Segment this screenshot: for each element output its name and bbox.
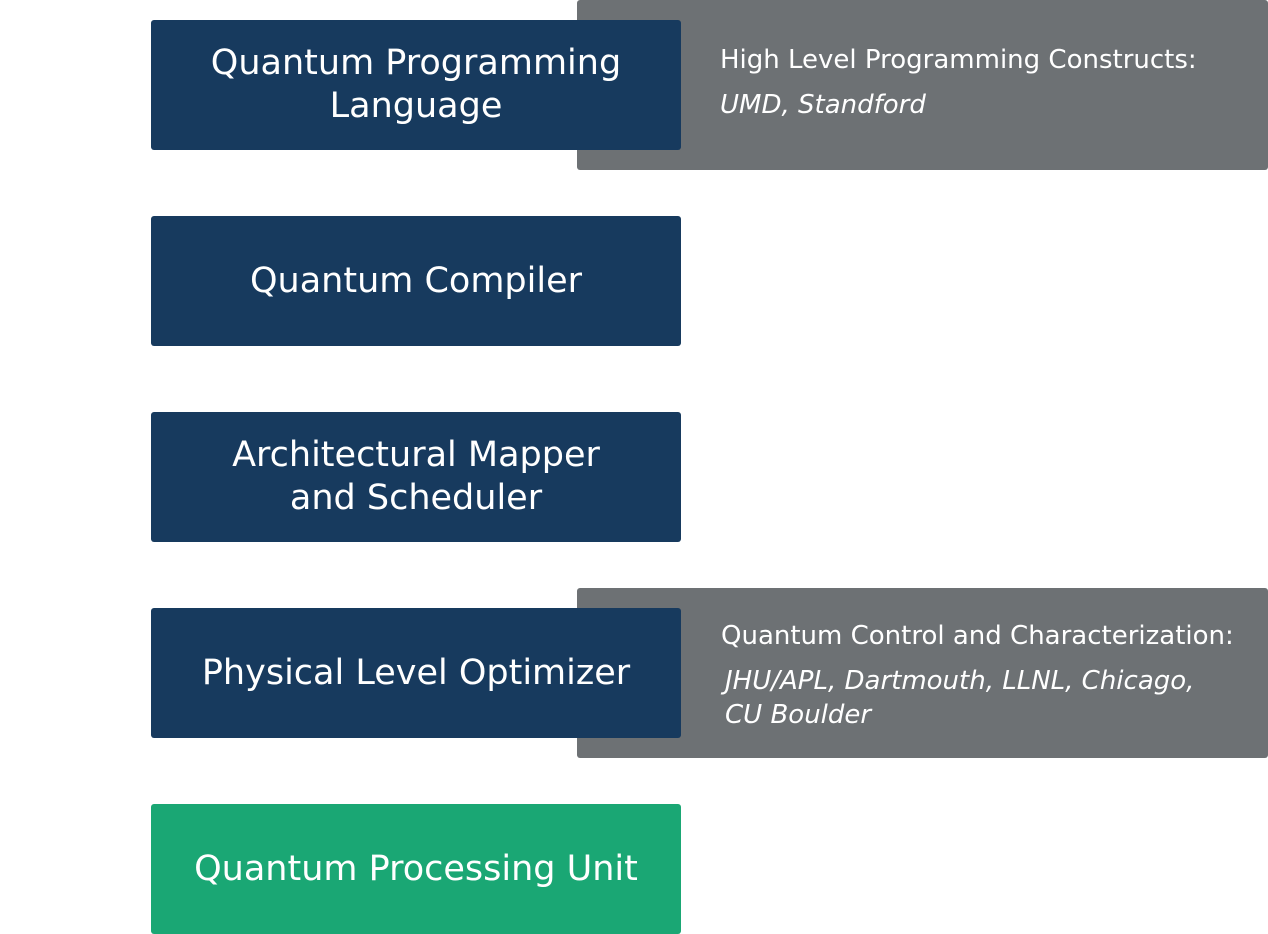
stage-architectural-mapper-scheduler: Architectural Mapper and Scheduler — [151, 412, 681, 542]
stage-label: Architectural Mapper and Scheduler — [232, 435, 600, 518]
stage-quantum-processing-unit: Quantum Processing Unit — [151, 804, 681, 934]
annotation-heading: Quantum Control and Characterization: — [721, 621, 1234, 651]
stage-label: Physical Level Optimizer — [201, 652, 631, 693]
annotation-detail: JHU/APL, Dartmouth, LLNL, Chicago, CU Bo… — [725, 666, 1195, 730]
stage-label: Quantum Programming Language — [210, 43, 622, 126]
stage-physical-level-optimizer: Physical Level Optimizer — [151, 608, 681, 738]
stage-label: Quantum Compiler — [249, 260, 583, 301]
annotation-control-characterization: Quantum Control and Characterization: JH… — [577, 588, 1268, 758]
stage-quantum-compiler: Quantum Compiler — [151, 216, 681, 346]
annotation-detail: UMD, Standford — [720, 90, 926, 120]
annotation-programming-constructs: High Level Programming Constructs: UMD, … — [577, 0, 1268, 170]
annotation-heading: High Level Programming Constructs: — [720, 45, 1197, 75]
stage-quantum-programming-language: Quantum Programming Language — [151, 20, 681, 150]
stage-label: Quantum Processing Unit — [194, 848, 638, 889]
